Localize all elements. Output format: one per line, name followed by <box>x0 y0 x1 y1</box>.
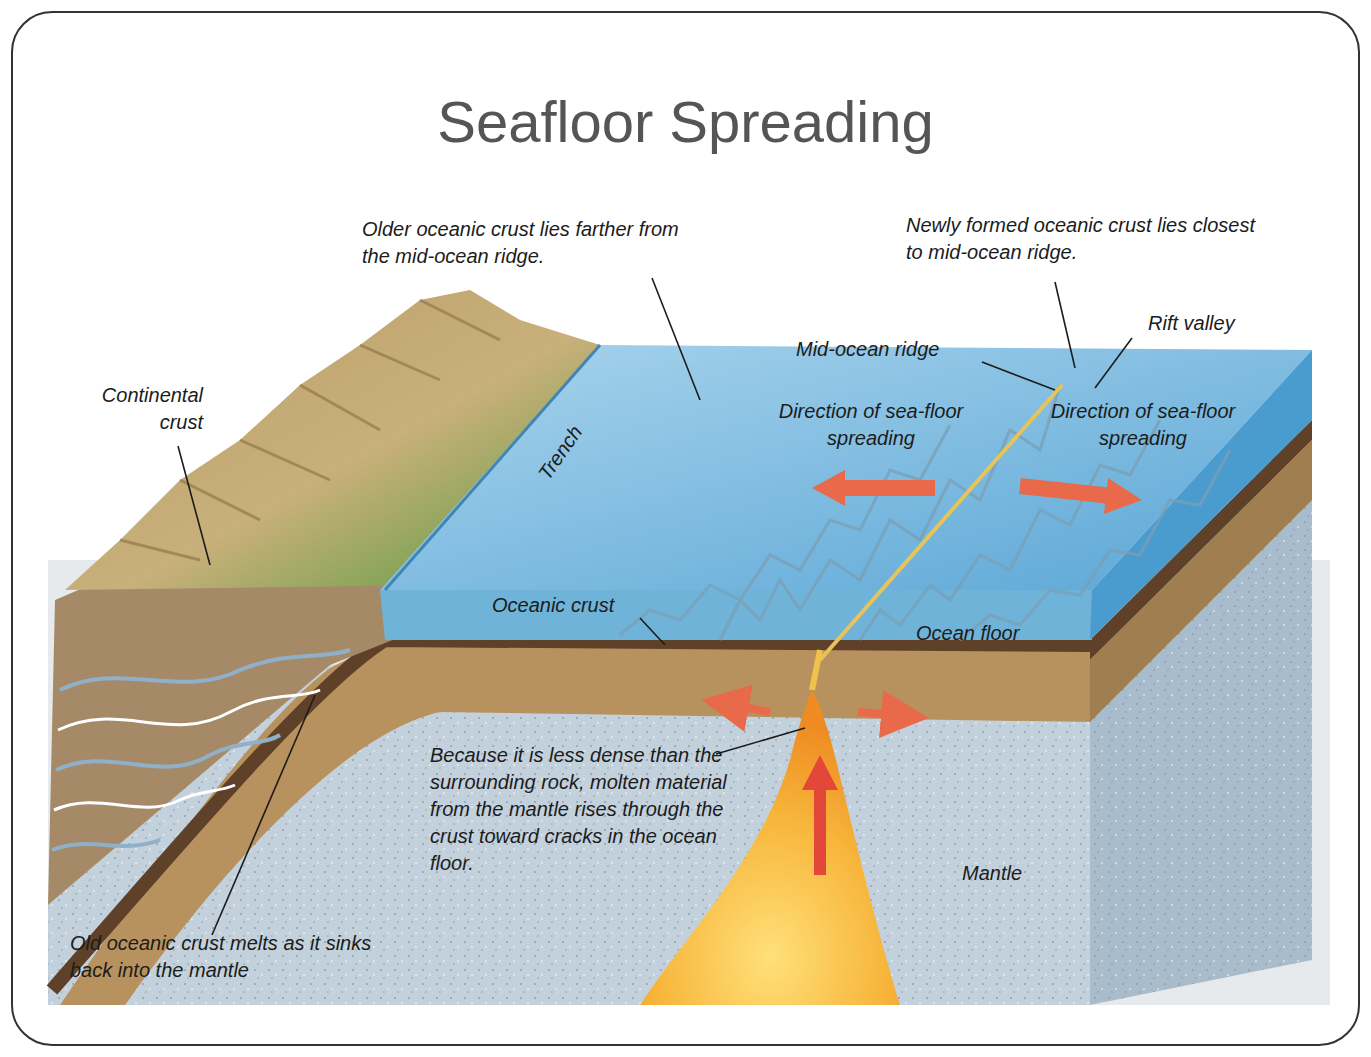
trench-line <box>385 345 600 590</box>
continental-crust <box>48 585 440 905</box>
callout-label: Trench <box>532 396 606 485</box>
callout-label: Because it is less dense than the surrou… <box>430 742 760 877</box>
callout-label: Mantle <box>962 860 1062 887</box>
callout-label: Direction of sea-floor spreading <box>760 398 982 452</box>
callout-label: Rift valley <box>1148 310 1278 337</box>
callout-label: Older oceanic crust lies farther from th… <box>362 216 707 270</box>
callout-label: Ocean floor <box>916 620 1066 647</box>
callout-label: Oceanic crust <box>492 592 652 619</box>
leader-lines <box>178 278 1132 935</box>
callout-label: Direction of sea-floor spreading <box>1032 398 1254 452</box>
callout-label: Old oceanic crust melts as it sinks back… <box>70 930 400 984</box>
slide-title: Seafloor Spreading <box>0 88 1371 155</box>
spreading-arrows <box>725 470 1142 875</box>
seafloor-relief <box>620 385 1230 640</box>
slide-frame <box>12 12 1359 1045</box>
magma-plume <box>640 690 900 1005</box>
ocean-side <box>1090 350 1312 640</box>
callout-label: Continental crust <box>58 382 203 436</box>
callout-label: Mid-ocean ridge <box>796 336 981 363</box>
callout-label: Newly formed oceanic crust lies closest … <box>906 212 1276 266</box>
rift-crack <box>820 385 1062 660</box>
